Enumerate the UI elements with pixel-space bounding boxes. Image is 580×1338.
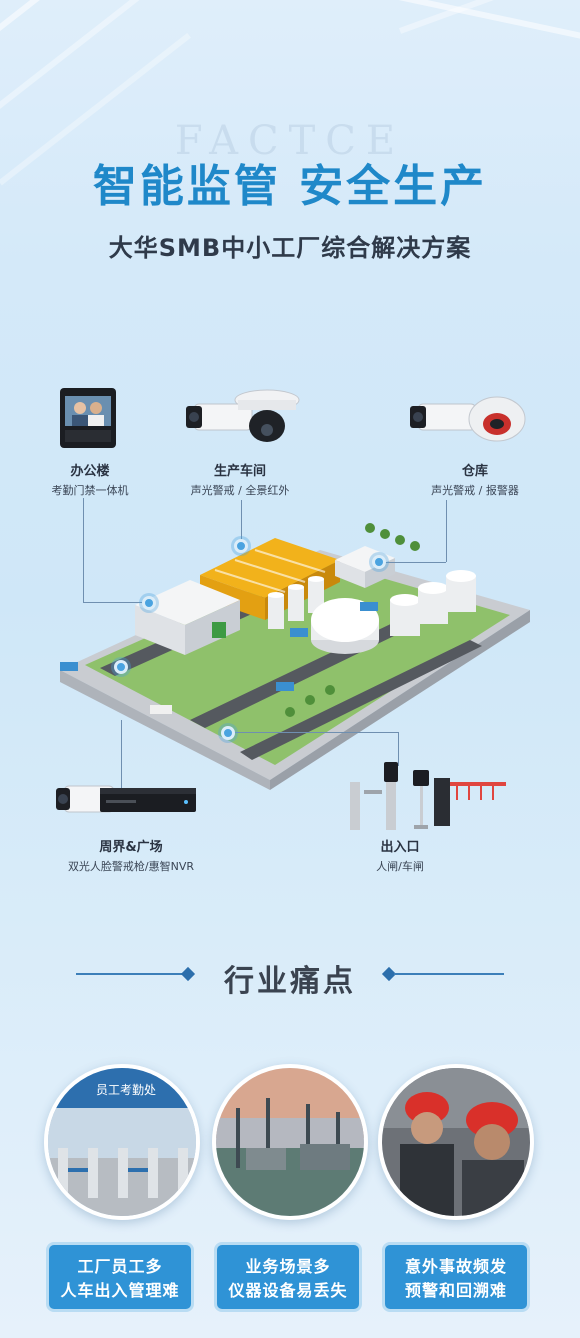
connector-line	[121, 720, 122, 790]
page-subtitle: 大华SMB中小工厂综合解决方案	[108, 234, 472, 262]
pain-point-box-2: 业务场景多 仪器设备易丢失	[214, 1242, 362, 1312]
nvr-recorder-icon	[100, 786, 196, 814]
connector-line	[83, 498, 84, 602]
pain-photo-industrial-plant	[212, 1064, 368, 1220]
device-workshop-subtitle: 声光警戒 / 全景红外	[190, 484, 290, 497]
device-warehouse-subtitle: 声光警戒 / 报警器	[431, 484, 519, 497]
device-office: 办公楼 考勤门禁一体机	[30, 460, 150, 498]
pain-point-3-line1: 意外事故频发	[404, 1257, 507, 1276]
pain-point-2-line1: 业务场景多	[245, 1257, 331, 1276]
device-office-subtitle: 考勤门禁一体机	[51, 484, 129, 497]
device-entrance-subtitle: 人闸/车闸	[376, 860, 424, 873]
device-workshop-title: 生产车间	[213, 464, 266, 479]
pain-point-box-1: 工厂员工多 人车出入管理难	[46, 1242, 194, 1312]
device-workshop: 生产车间 声光警戒 / 全景红外	[170, 460, 310, 498]
section-title: 行业痛点	[224, 964, 356, 999]
connector-line	[241, 500, 242, 546]
device-warehouse: 仓库 声光警戒 / 报警器	[405, 460, 545, 498]
connector-line	[446, 500, 447, 562]
face-terminal-icon	[60, 388, 116, 448]
hotspot-marker-workshop	[234, 539, 248, 553]
pain-point-1-line1: 工厂员工多	[77, 1257, 163, 1276]
connector-line	[83, 602, 149, 603]
device-perimeter: 周界&广场 双光人脸警戒枪/惠智NVR	[46, 836, 216, 874]
warning-bullet-camera-icon	[410, 398, 480, 438]
turnstile-gate-icon	[346, 760, 402, 832]
section-divider-right	[394, 973, 504, 975]
ghost-watermark-text: FACTCE	[174, 118, 406, 164]
connector-line	[398, 732, 399, 766]
pain-point-box-3: 意外事故频发 预警和回溯难	[382, 1242, 530, 1312]
hotspot-marker-warehouse	[372, 555, 386, 569]
vehicle-barrier-icon	[434, 772, 506, 828]
connector-line	[228, 732, 398, 733]
hotspot-marker-perimeter	[114, 660, 128, 674]
access-terminal-icon	[410, 770, 432, 830]
bullet-camera-icon	[186, 398, 256, 438]
pain-point-2-line2: 仪器设备易丢失	[228, 1281, 348, 1300]
panoramic-camera-icon	[234, 388, 300, 446]
pain-point-3-line2: 预警和回溯难	[404, 1281, 507, 1300]
device-entrance: 出入口 人闸/车闸	[350, 836, 450, 874]
pain-photo-workers-helmets	[378, 1064, 534, 1220]
photo-sign-text: 员工考勤处	[96, 1083, 156, 1097]
section-header: 行业痛点	[0, 950, 580, 1000]
factory-isometric-illustration	[40, 490, 540, 790]
device-office-title: 办公楼	[70, 464, 110, 479]
hotspot-marker-entrance	[221, 726, 235, 740]
device-perimeter-title: 周界&广场	[99, 840, 163, 855]
device-entrance-title: 出入口	[380, 840, 420, 855]
pain-point-1-line2: 人车出入管理难	[60, 1281, 180, 1300]
connector-line	[378, 562, 446, 563]
pain-photo-turnstile: 员工考勤处	[44, 1064, 200, 1220]
section-divider-left	[76, 973, 186, 975]
page-title: 智能监管 安全生产	[92, 161, 488, 212]
device-warehouse-title: 仓库	[461, 464, 488, 479]
hotspot-marker-office	[142, 596, 156, 610]
device-perimeter-subtitle: 双光人脸警戒枪/惠智NVR	[67, 860, 195, 873]
alarm-siren-icon	[468, 394, 526, 444]
